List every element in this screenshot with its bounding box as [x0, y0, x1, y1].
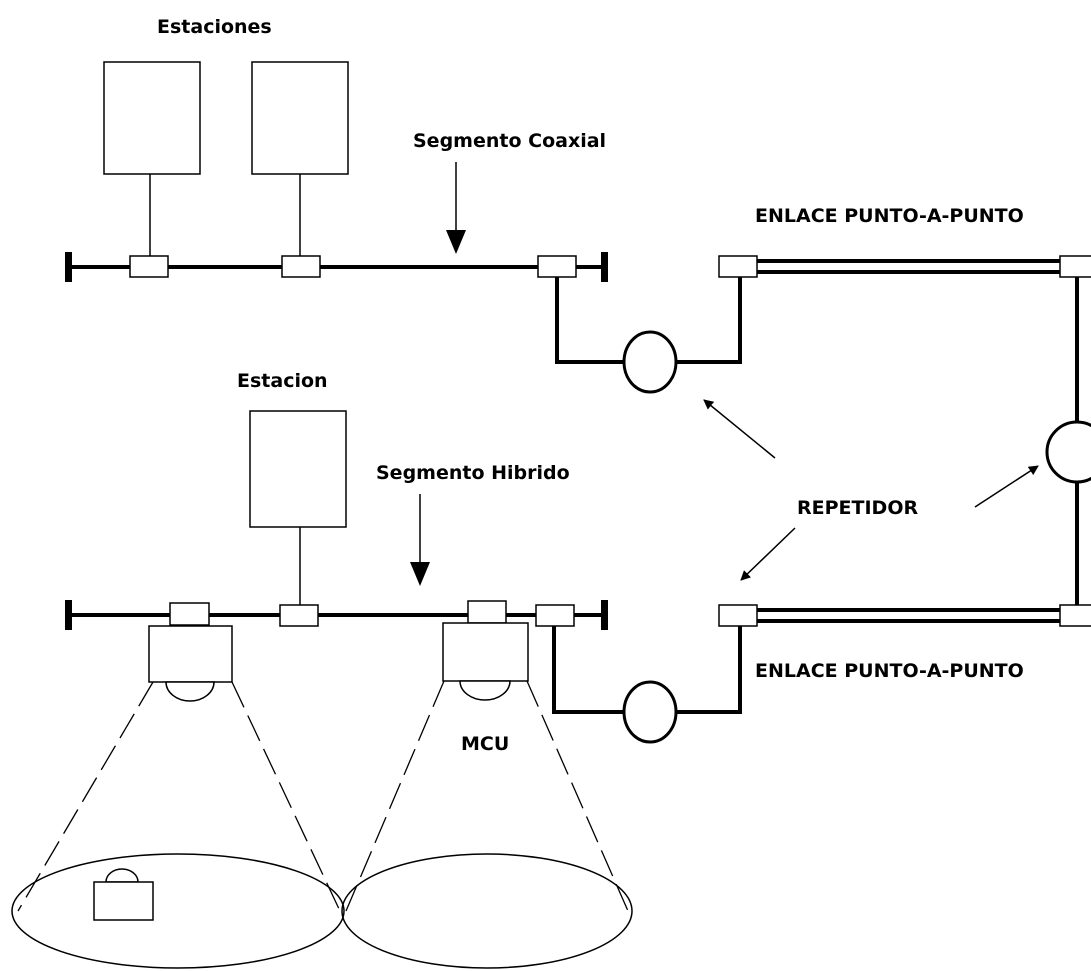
coaxial-transceiver-3	[537, 255, 577, 278]
wireless-unit-left	[148, 625, 233, 683]
station-box-3	[249, 410, 347, 528]
mcu-antenna	[459, 680, 511, 701]
mcu-label: MCU	[461, 733, 509, 755]
station-box-2	[251, 61, 349, 175]
segmento-hibrido-label: Segmento Hibrido	[376, 462, 570, 484]
top-repeater-link-left	[555, 277, 624, 364]
mobile-station-box	[93, 881, 154, 921]
hybrid-transceiver-4	[535, 604, 575, 627]
p2p-bottom-connector-left	[718, 604, 758, 627]
bottom-repeater-circle	[622, 680, 678, 744]
p2p-top-connector-right	[1059, 255, 1091, 278]
coaxial-terminator-right	[601, 252, 608, 282]
repetidor-arrow-top	[703, 399, 776, 459]
hybrid-terminator-right	[601, 600, 608, 630]
p2p-top-connector-left	[718, 255, 758, 278]
coverage-cone-right-edge-2	[526, 680, 629, 912]
enlace-bottom-label: ENLACE PUNTO-A-PUNTO	[755, 660, 1024, 682]
hybrid-transceiver-2	[279, 604, 319, 627]
coaxial-terminator-left	[65, 252, 72, 282]
top-repeater-circle	[622, 330, 678, 394]
estacion-label: Estacion	[237, 370, 328, 392]
coverage-cone-right-edge-1	[345, 680, 445, 912]
wireless-antenna-left	[165, 681, 215, 702]
coverage-cone-left-edge-1	[17, 681, 154, 912]
top-repeater-link-right	[676, 277, 742, 364]
coaxial-transceiver-1	[129, 255, 169, 278]
segmento-coaxial-label: Segmento Coaxial	[413, 130, 606, 152]
coverage-area-left	[11, 853, 345, 969]
hybrid-terminator-left	[65, 600, 72, 630]
repetidor-arrow-right	[974, 465, 1039, 508]
enlace-top-label: ENLACE PUNTO-A-PUNTO	[755, 205, 1024, 227]
right-repeater-circle	[1045, 420, 1091, 484]
bottom-repeater-link-left	[552, 626, 624, 714]
mcu-unit	[442, 622, 529, 682]
hybrid-transceiver-1	[169, 602, 210, 626]
station-box-1	[103, 61, 201, 175]
coverage-cone-left-edge-2	[231, 681, 341, 912]
estaciones-label: Estaciones	[157, 16, 272, 38]
segmento-coaxial-arrowhead	[446, 230, 466, 254]
bottom-repeater-link-right	[676, 626, 742, 714]
hybrid-transceiver-3	[467, 600, 507, 624]
mobile-station-antenna	[105, 868, 139, 883]
p2p-bottom-connector-right	[1059, 604, 1091, 627]
repetidor-label: REPETIDOR	[797, 497, 918, 519]
coverage-area-right	[341, 853, 633, 969]
repetidor-arrow-bottom	[740, 527, 796, 581]
segmento-hibrido-arrowhead	[410, 562, 430, 586]
coaxial-transceiver-2	[281, 255, 321, 278]
